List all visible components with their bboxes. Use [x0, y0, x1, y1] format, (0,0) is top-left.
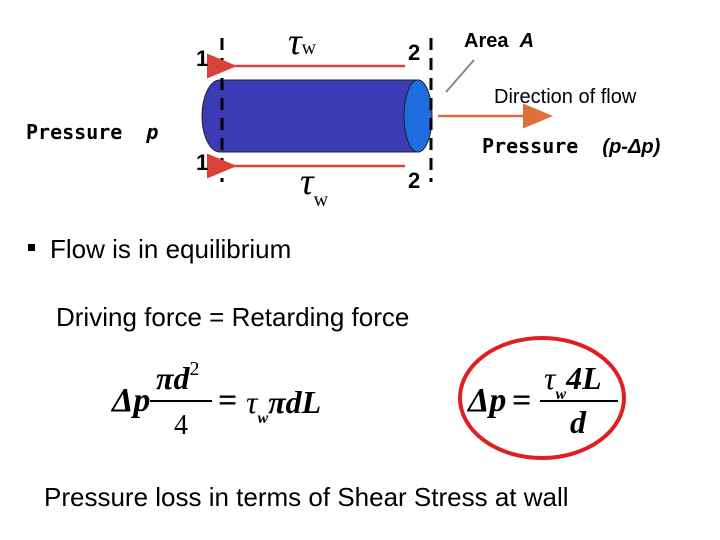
- section-label-1-bottom: 1: [196, 150, 209, 175]
- caption-text: Pressure loss in terms of Shear Stress a…: [44, 482, 569, 512]
- eq2-denominator: d: [570, 404, 586, 440]
- area-leader-line: [445, 59, 475, 93]
- section-label-2-bottom: 2: [408, 168, 421, 193]
- eq2-numerator: τw4L: [544, 360, 602, 403]
- pipe-end-cap: [403, 79, 433, 153]
- eq2-equals: =: [512, 382, 532, 419]
- eq1-equals: =: [218, 382, 238, 419]
- area-label: Area A: [464, 30, 535, 52]
- shear-stress-label-top: τw: [288, 21, 317, 63]
- pipe-cylinder: [201, 79, 433, 153]
- eq1-numerator: πd2: [156, 358, 200, 396]
- bullet-marker: [28, 244, 35, 251]
- bullet-text: Flow is in equilibrium: [50, 234, 292, 264]
- pressure-inlet-label: Pressure p: [26, 120, 159, 144]
- pressure-outlet-label: Pressure (p-Δp): [482, 134, 661, 158]
- eq2-lhs: Δp: [468, 382, 507, 419]
- section-label-1-top: 1: [196, 46, 209, 71]
- eq1-lhs: Δp: [112, 382, 151, 419]
- section-label-2-top: 2: [408, 40, 421, 65]
- eq1-rhs: τwπdL: [246, 384, 322, 427]
- highlight-ring: [458, 336, 626, 460]
- eq1-denominator: 4: [174, 410, 188, 441]
- force-balance-text: Driving force = Retarding force: [56, 302, 410, 332]
- flow-direction-label: Direction of flow: [494, 86, 637, 108]
- shear-stress-label-bottom: τw: [300, 161, 329, 211]
